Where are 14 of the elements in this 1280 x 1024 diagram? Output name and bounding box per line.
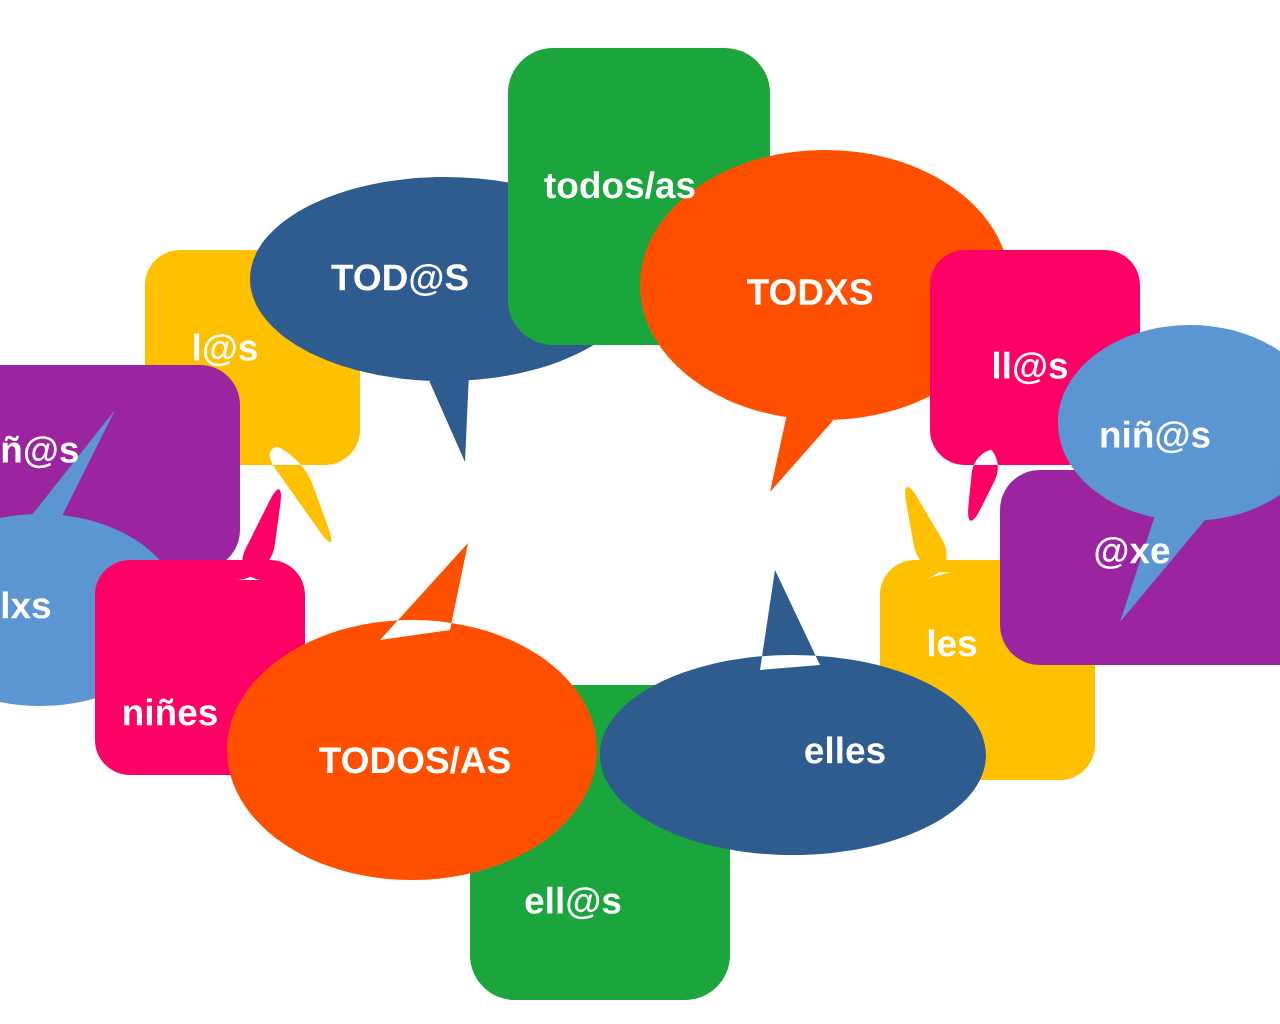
bubble-text: TOD@S — [331, 263, 468, 297]
bubble-text: ell@s — [525, 886, 621, 920]
bubble-text: TODXS — [747, 278, 872, 306]
bubble-text: lxs — [2, 591, 51, 619]
bubble-text: @xe — [1095, 536, 1170, 570]
bubble-text: niñ@s — [1101, 420, 1210, 454]
bubble-text: les — [928, 629, 977, 657]
bubble-text: elles — [805, 736, 885, 764]
bubble-text: l@s — [194, 333, 257, 367]
bubble-text: TODOS/AS — [319, 746, 510, 774]
bubble-text: ll@s — [994, 351, 1068, 385]
bubble-text: ñ@s — [2, 435, 78, 469]
bubble-text: todos/as — [544, 171, 695, 199]
bubble-text: niñes — [124, 698, 217, 726]
